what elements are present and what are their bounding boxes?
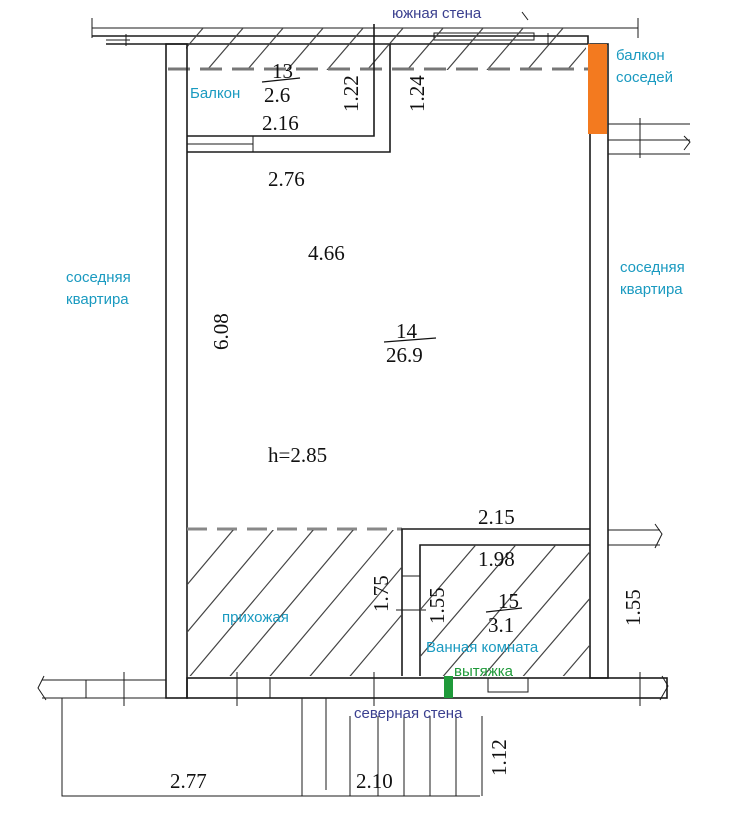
top-construction-line (91, 11, 639, 38)
left-wall (165, 43, 188, 699)
neighbor-left-label-1: соседняя (66, 269, 131, 286)
neighbor-right-label-1: соседняя (620, 259, 685, 276)
exhaust-marker (444, 676, 453, 698)
south-wall-label: южная стена (392, 5, 482, 22)
bathroom-walls (396, 528, 590, 676)
bath-number: 15 (498, 589, 519, 613)
balcony-hatch (186, 28, 586, 70)
bath-top-width: 2.15 (478, 505, 515, 529)
bathroom-hatch (420, 545, 590, 676)
bath-area: 3.1 (488, 613, 514, 637)
bottom-left-width: 2.77 (170, 769, 207, 793)
north-wall-structure (37, 672, 669, 706)
balcony-structure (92, 32, 589, 46)
north-wall-label: северная стена (354, 705, 463, 722)
room-length: 6.08 (209, 313, 233, 350)
bath-inner-width: 1.98 (478, 547, 515, 571)
bath-height-inner: 1.55 (425, 587, 449, 624)
exhaust-label: вытяжка (454, 663, 514, 680)
hallway-hatch (187, 530, 402, 676)
balcony-width: 2.16 (262, 111, 299, 135)
balcony-fraction-line (261, 77, 301, 83)
neighbor-left-label-2: квартира (66, 291, 129, 308)
neighbor-balcony-label-2: соседей (616, 69, 673, 86)
neighbor-right-label-2: квартира (620, 281, 683, 298)
room-area: 26.9 (386, 343, 423, 367)
balcony-inner-walls (186, 24, 580, 153)
right-wall-segment: 1.55 (621, 589, 645, 626)
bath-fraction-line (485, 607, 523, 613)
balcony-depth-1: 1.22 (339, 75, 363, 112)
room-number: 14 (396, 319, 418, 343)
right-wall (589, 43, 691, 679)
hallway-label: прихожая (222, 609, 289, 626)
neighbor-balcony-label-1: балкон (616, 47, 665, 64)
bath-height-outer: 1.75 (369, 575, 393, 612)
room-top-width: 2.76 (268, 167, 305, 191)
lower-block (61, 698, 483, 797)
room-fraction-line (383, 337, 437, 343)
balcony-number: 13 (272, 59, 293, 83)
bottom-stair-width: 2.10 (356, 769, 393, 793)
stair-depth: 1.12 (487, 739, 511, 776)
room-width: 4.66 (308, 241, 345, 265)
balcony-depth-2: 1.24 (405, 75, 429, 112)
balcony-area: 2.6 (264, 83, 290, 107)
balcony-label: Балкон (190, 85, 240, 102)
ceiling-height: h=2.85 (268, 443, 327, 467)
bathroom-label: Ванная комната (426, 639, 539, 656)
neighbor-balcony-marker (588, 44, 607, 134)
